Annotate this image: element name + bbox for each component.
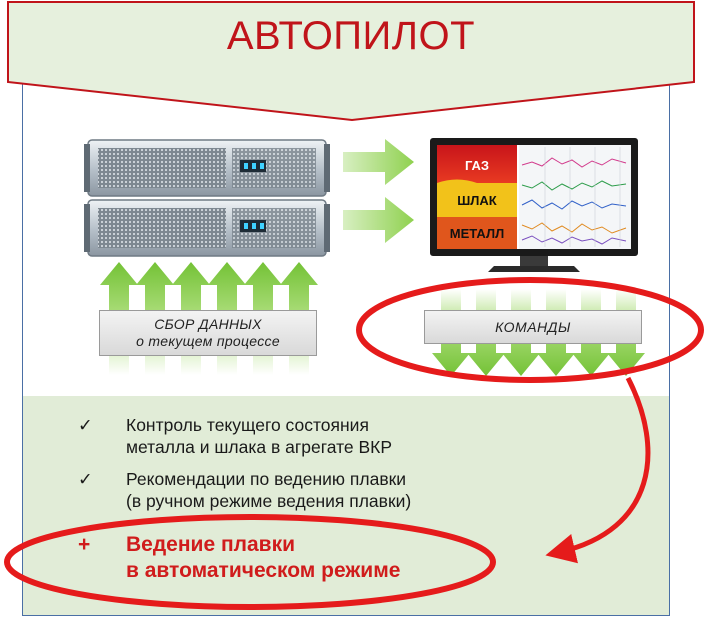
feature-line: Рекомендации по ведению плавки — [126, 469, 407, 489]
title-banner — [7, 1, 695, 122]
arrow-right-icon — [343, 139, 414, 185]
feature-line: металла и шлака в агрегате ВКР — [126, 437, 393, 457]
highlight-line: Ведение плавки — [126, 533, 295, 556]
plus-icon: + — [78, 533, 91, 556]
highlight-item: + Ведение плавки в автоматическом режиме — [78, 532, 578, 588]
layer-label-metal: МЕТАЛЛ — [449, 226, 505, 241]
feature-line: (в ручном режиме ведения плавки) — [126, 491, 412, 511]
monitor-icon — [430, 138, 638, 272]
feature-line: Контроль текущего состояния — [126, 415, 369, 435]
arrow-right-icon — [343, 197, 414, 243]
commands-box: КОМАНДЫ — [424, 310, 642, 344]
feature-item: ✓ Рекомендации по ведению плавки (в ручн… — [78, 468, 638, 514]
data-collection-subtitle: о текущем процессе — [136, 333, 280, 349]
highlight-line: в автоматическом режиме — [126, 559, 401, 582]
server-rack-icon — [84, 139, 330, 197]
data-collection-title: СБОР ДАННЫХ — [154, 316, 262, 332]
data-collection-box: СБОР ДАННЫХ о текущем процессе — [99, 310, 317, 356]
check-icon: ✓ — [78, 469, 93, 489]
layer-label-slag: ШЛАК — [457, 193, 497, 208]
server-rack-icon — [84, 199, 330, 257]
check-icon: ✓ — [78, 415, 93, 435]
feature-item: ✓ Контроль текущего состояния металла и … — [78, 414, 638, 460]
page-title: АВТОПИЛОТ — [226, 14, 476, 58]
layer-label-gas: ГАЗ — [464, 158, 490, 173]
